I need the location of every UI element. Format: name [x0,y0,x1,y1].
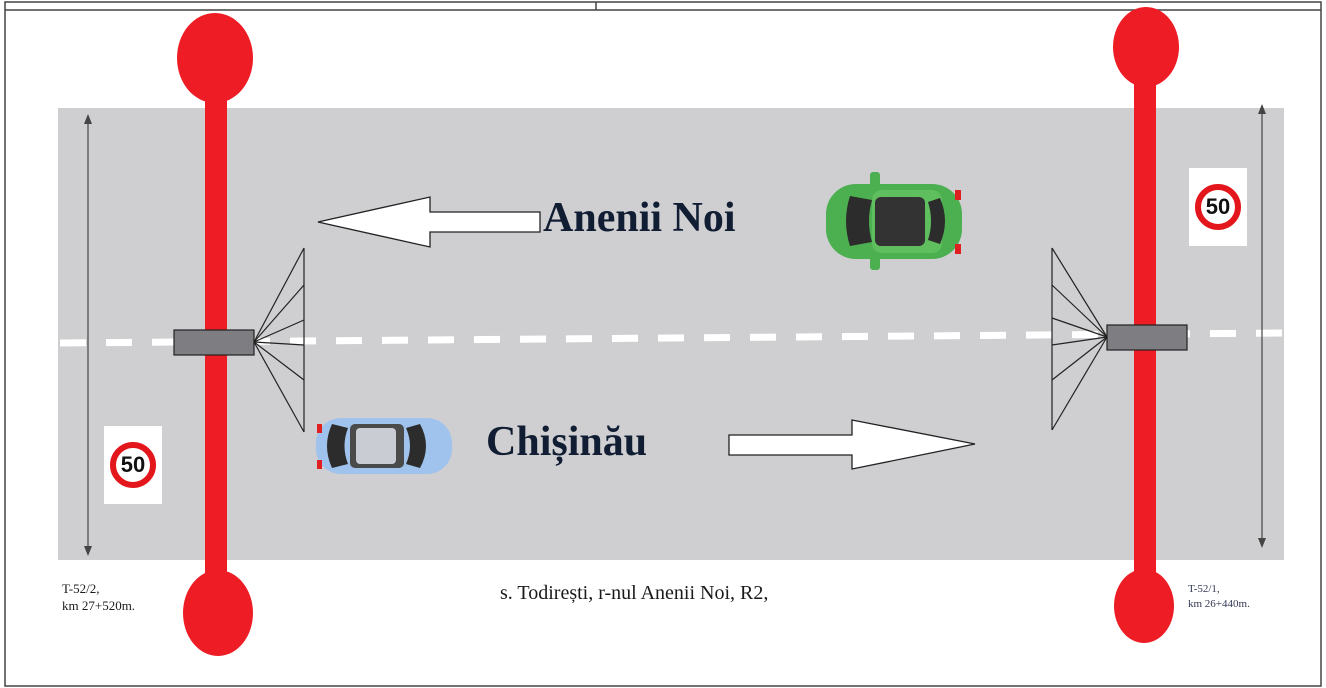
arrow-right-direction [728,419,976,470]
left-post-km: km 27+520m. [62,598,136,613]
car-bottom-icon [316,418,452,474]
arrow-left-direction [317,196,541,248]
speed-limit-sign-right: 50 [1189,168,1247,246]
right-post-km: km 26+440m. [1188,598,1250,610]
direction-label-chisinau: Chișinău [486,419,648,465]
right-width-arrow [1258,104,1266,548]
left-post-label: T-52/2, km 27+520m. [62,580,135,614]
speed-limit-sign-left: 50 [104,426,162,504]
speed-limit-value: 50 [120,452,146,477]
speed-limit-ring: 50 [1195,184,1241,230]
right-post-id: T-52/1, [1188,583,1220,595]
left-speed-camera [173,247,305,433]
lane-divider [59,329,1285,347]
speed-limit-value: 50 [1205,194,1231,219]
left-width-arrow [84,114,92,556]
right-speed-camera [1051,247,1188,431]
speed-limit-ring: 50 [110,442,156,488]
right-post-label: T-52/1, km 26+440m. [1188,582,1250,612]
left-post-id: T-52/2, [62,581,100,596]
direction-label-anenii-noi: Anenii Noi [543,195,736,241]
location-label: s. Todirești, r-nul Anenii Noi, R2, [500,582,769,604]
car-top-icon [826,172,962,270]
